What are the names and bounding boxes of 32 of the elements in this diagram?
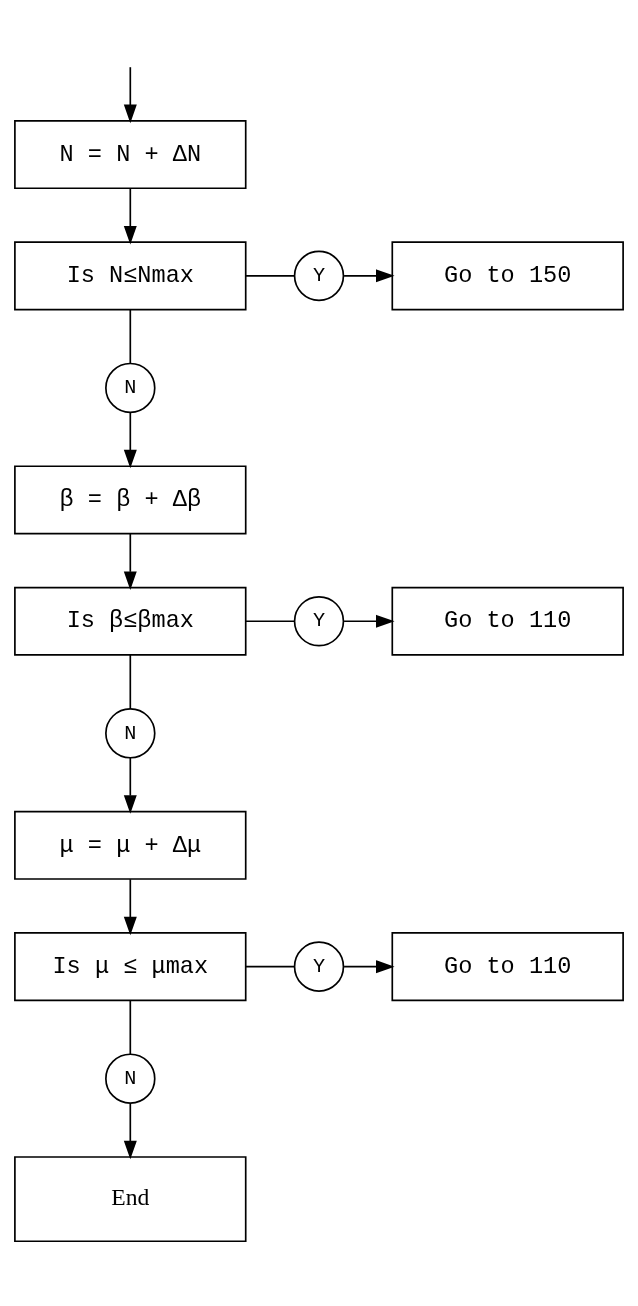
connector [245,619,296,622]
arrow [343,614,395,628]
arrow [123,756,137,814]
node-box: End [14,1155,247,1242]
connector [129,308,132,364]
node-box: Go to 110 [391,931,624,1001]
connector [245,274,296,277]
node-box: μ = μ + Δμ [14,810,247,880]
arrow [343,268,395,282]
node-box: Is β≤βmax [14,586,247,656]
node-circle: Y [293,940,345,992]
node-box: N = N + ΔN [14,119,247,189]
node-circle: N [105,707,156,759]
arrow [123,187,137,245]
arrow [123,877,137,935]
arrow [343,959,395,973]
arrow [123,1102,137,1159]
node-circle: N [105,362,156,413]
node-box: Is N≤Nmax [14,240,247,310]
node-circle: Y [293,250,345,301]
connector [245,965,296,967]
connector [129,653,132,710]
node-box: Go to 150 [391,240,624,310]
node-box: β = β + Δβ [14,464,247,534]
node-circle: N [105,1052,156,1104]
arrow [123,532,137,590]
arrow [123,411,137,468]
connector [129,999,132,1055]
node-circle: Y [293,595,345,646]
node-box: Go to 110 [391,586,624,656]
node-box: Is μ ≤ μmax [14,931,247,1001]
arrow [123,65,137,123]
